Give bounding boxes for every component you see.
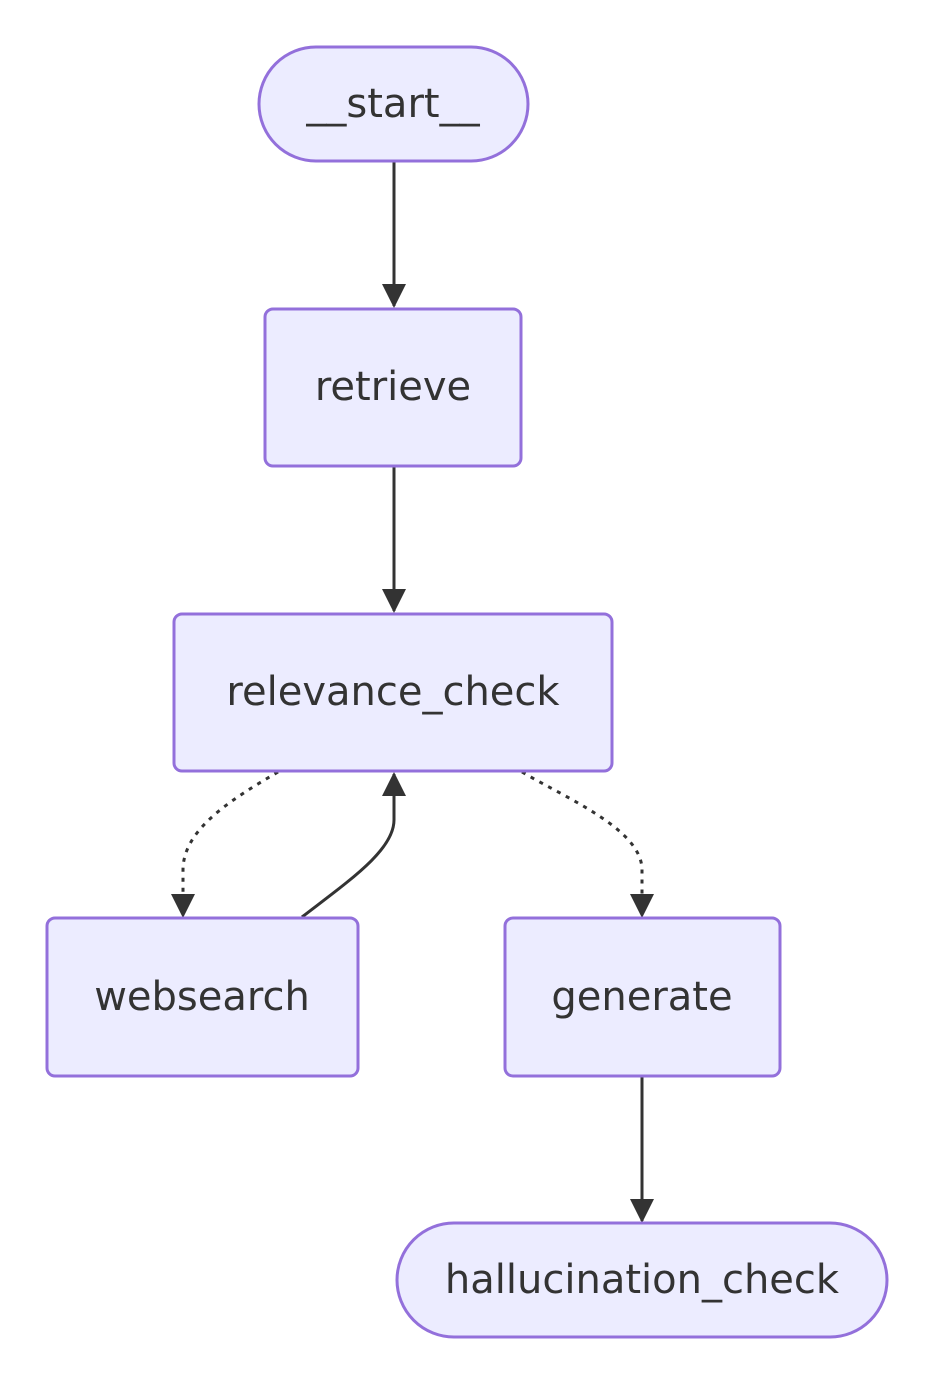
node-retrieve-label: retrieve	[315, 364, 471, 410]
node-start-shape	[257, 45, 530, 163]
edges	[171, 162, 654, 1223]
node-websearch[interactable]: websearch	[45, 916, 360, 1078]
node-start[interactable]: __start__	[257, 45, 530, 163]
node-relevance-check[interactable]: relevance_check	[172, 612, 614, 773]
node-retrieve[interactable]: retrieve	[263, 307, 523, 468]
node-relevance-check-shape	[172, 612, 614, 773]
edge-websearch-to-relevance-check	[301, 772, 406, 919]
node-hallucination-check[interactable]: hallucination_check	[395, 1221, 889, 1339]
node-retrieve-shape	[263, 307, 523, 468]
node-websearch-shape	[45, 916, 360, 1078]
edge-relevance-check-to-websearch	[171, 770, 279, 918]
node-generate-shape	[503, 916, 782, 1078]
node-relevance-check-label: relevance_check	[226, 669, 560, 715]
node-generate[interactable]: generate	[503, 916, 782, 1078]
node-start-label: __start__	[305, 81, 480, 127]
node-hallucination-check-shape	[395, 1221, 889, 1339]
node-hallucination-check-label: hallucination_check	[445, 1257, 840, 1303]
edge-relevance-check-to-generate	[521, 770, 654, 918]
node-generate-label: generate	[551, 974, 732, 1020]
node-websearch-label: websearch	[94, 974, 310, 1020]
